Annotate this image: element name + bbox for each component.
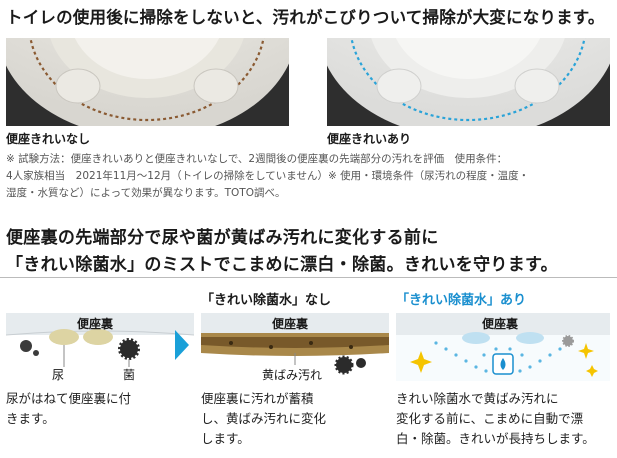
desc-line: 白・除菌。きれいが長持ちします。 — [396, 431, 595, 446]
panel-with-water — [396, 313, 610, 381]
desc-line: 尿がはねて便座裏に付 — [6, 391, 132, 406]
desc-line: きます。 — [6, 411, 55, 426]
desc-line: きれい除菌水で黄ばみ汚れに — [396, 391, 559, 406]
panel-label-seat-underside: 便座裏 — [482, 317, 519, 331]
panel-without-water — [201, 313, 389, 381]
panel-label-seat-underside: 便座裏 — [272, 317, 309, 331]
subheading-line-2: 「きれい除菌水」のミストでこまめに漂白・除菌。きれいを守ります。 — [6, 255, 558, 275]
note-line: 湿度・水質など）によって効果が異なります。TOTO調べ。 — [6, 187, 286, 199]
photo-with-cleaning — [327, 38, 610, 126]
panel-title-with: 「きれい除菌水」あり — [396, 293, 527, 308]
tag-yellow-stain: 黄ばみ汚れ — [262, 368, 323, 382]
desc-line: 便座裏に汚れが蓄積 — [201, 391, 314, 406]
divider — [0, 277, 617, 278]
desc-line: します。 — [201, 431, 250, 446]
test-conditions-note: ※ 試験方法：便座きれいありと便座きれいなしで、2週間後の便座裏の先端部分の汚れ… — [6, 151, 614, 202]
desc-line: 変化する前に、こまめに自動で漂 — [396, 411, 584, 426]
panel-title-without: 「きれい除菌水」なし — [201, 293, 332, 308]
headline: トイレの使用後に掃除をしないと、汚れがこびりついて掃除が大変になります。 — [6, 8, 605, 27]
panel-desc-3: きれい除菌水で黄ばみ汚れに 変化する前に、こまめに自動で漂 白・除菌。きれいが長… — [396, 389, 614, 449]
photo-caption-without: 便座きれいなし — [6, 132, 91, 146]
panel-desc-2: 便座裏に汚れが蓄積 し、黄ばみ汚れに変化 します。 — [201, 389, 391, 449]
panel-label-seat-underside: 便座裏 — [77, 317, 114, 331]
photo-without-cleaning — [6, 38, 289, 126]
tag-urine: 尿 — [52, 368, 65, 382]
panel-urine-splash — [6, 313, 194, 381]
next-arrow-icon — [175, 330, 189, 364]
desc-line: し、黄ばみ汚れに変化 — [201, 411, 327, 426]
tag-bacteria: 菌 — [123, 368, 136, 382]
panel-desc-1: 尿がはねて便座裏に付 きます。 — [6, 389, 176, 429]
note-line: ※ 試験方法：便座きれいありと便座きれいなしで、2週間後の便座裏の先端部分の汚れ… — [6, 153, 508, 165]
photo-caption-with: 便座きれいあり — [327, 132, 412, 146]
note-line: 4人家族相当 2021年11月～12月（トイレの掃除をしていません）※ 使用・環… — [6, 170, 530, 182]
subheading-line-1: 便座裏の先端部分で尿や菌が黄ばみ汚れに変化する前に — [6, 228, 439, 248]
